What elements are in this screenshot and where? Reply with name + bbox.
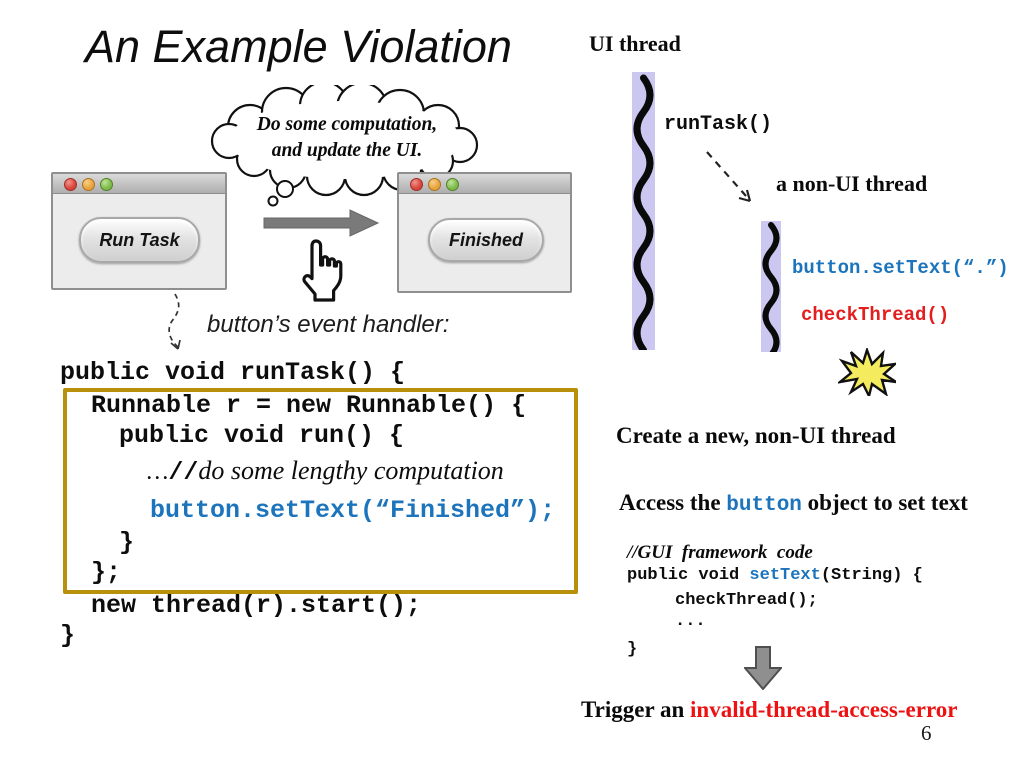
settext-call-label: button.setText(“.”) [792, 257, 1009, 279]
transition-arrow-icon [263, 209, 380, 237]
zoom-button-icon[interactable] [446, 178, 459, 191]
cloud-caption: Do some computation, and update the UI. [232, 112, 462, 164]
gui-code-signature: public void setText(String) { [627, 567, 923, 584]
gui-sig-suffix: (String) { [820, 566, 923, 585]
comment-text: do some lengthy computation [198, 456, 504, 485]
cloud-line1: Do some computation, [256, 114, 438, 135]
runtask-call-label: runTask() [664, 113, 773, 136]
window-after-titlebar [399, 174, 570, 194]
non-ui-thread-squiggle-icon [762, 222, 780, 358]
code-line-run-open: public void run() { [119, 421, 405, 450]
ui-thread-squiggle-icon [633, 74, 654, 354]
thought-cloud-icon [210, 85, 479, 207]
minimize-button-icon[interactable] [428, 178, 441, 191]
run-task-button[interactable]: Run Task [79, 217, 200, 263]
trigger-error-text: invalid-thread-access-error [690, 697, 958, 722]
gui-code-comment: //GUI framework code [627, 542, 813, 563]
gui-code-checkthread: checkThread(); [675, 591, 818, 610]
non-ui-thread-label: a non-UI thread [776, 171, 928, 196]
code-line-comment: …//do some lengthy computation [147, 456, 504, 487]
access-note-prefix: Access the [619, 490, 727, 515]
gui-code-close: } [627, 640, 638, 659]
minimize-button-icon[interactable] [82, 178, 95, 191]
code-line-close-method: } [60, 621, 76, 650]
ui-thread-band [632, 72, 655, 354]
access-note-suffix: object to set text [801, 490, 968, 515]
gui-sig-method: setText [749, 566, 821, 585]
non-ui-thread-band [761, 221, 781, 358]
error-starburst-icon [838, 348, 896, 396]
cloud-line2: and update the UI. [271, 139, 423, 161]
comment-slashes: // [168, 458, 199, 487]
access-note-code: button [726, 494, 802, 517]
gui-sig-prefix: public void [627, 566, 750, 585]
code-line-thread-start: new thread(r).start(); [91, 591, 422, 620]
spawn-thread-dashed-arrow-icon [706, 151, 752, 203]
code-highlight-box [63, 388, 578, 594]
zoom-button-icon[interactable] [100, 178, 113, 191]
code-line-settext: button.setText(“Finished”); [150, 496, 556, 525]
slide-title: An Example Violation [85, 21, 512, 72]
trigger-down-arrow-icon [744, 646, 782, 690]
finished-button[interactable]: Finished [428, 218, 544, 262]
code-line-runtask-open: public void runTask() { [60, 358, 406, 387]
close-button-icon[interactable] [64, 178, 77, 191]
handler-label: button’s event handler: [207, 311, 450, 338]
window-before-titlebar [53, 174, 225, 194]
curved-dashed-arrow-icon [168, 293, 181, 350]
trigger-prefix: Trigger an [581, 697, 691, 722]
gui-code-ellipsis: ... [675, 612, 706, 631]
code-line-close-run: } [119, 528, 135, 557]
trigger-error-line: Trigger an invalid-thread-access-error [581, 698, 957, 721]
code-line-runnable-open: Runnable r = new Runnable() { [91, 391, 527, 420]
close-button-icon[interactable] [410, 178, 423, 191]
window-before: Run Task [51, 172, 227, 290]
checkthread-call-label: checkThread() [801, 304, 950, 326]
window-after: Finished [397, 172, 572, 293]
access-button-note: Access the button object to set text [619, 491, 968, 516]
ui-thread-label: UI thread [589, 31, 681, 56]
code-line-close-runnable: }; [91, 558, 122, 587]
comment-dots: … [147, 459, 169, 485]
run-task-button-label: Run Task [99, 229, 180, 250]
create-thread-note: Create a new, non-UI thread [616, 423, 896, 448]
page-number: 6 [921, 721, 932, 745]
hand-cursor-icon [302, 239, 343, 302]
finished-button-label: Finished [448, 229, 523, 250]
